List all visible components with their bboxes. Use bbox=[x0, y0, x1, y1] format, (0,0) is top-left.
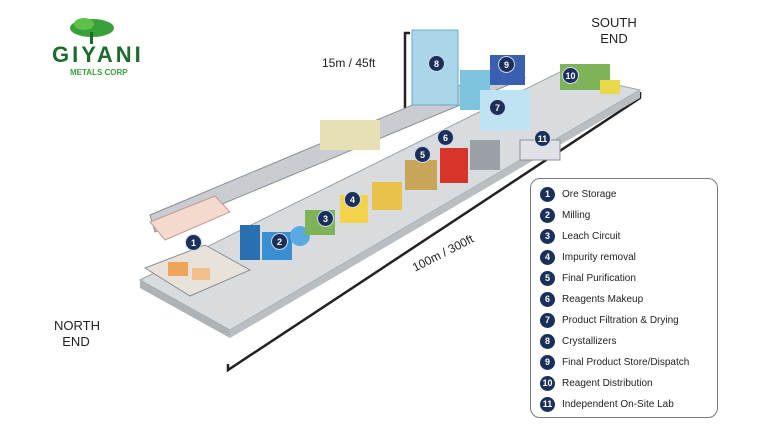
legend-item: 6 Reagents Makeup bbox=[540, 290, 643, 308]
logo-name: GIYANI bbox=[52, 42, 144, 67]
map-marker-5: 5 bbox=[414, 146, 431, 163]
legend-item: 11 Independent On-Site Lab bbox=[540, 395, 674, 413]
legend-number: 11 bbox=[540, 396, 555, 412]
legend-label: Reagents Makeup bbox=[562, 293, 644, 305]
map-marker-8: 8 bbox=[428, 55, 445, 72]
legend-item: 3 Leach Circuit bbox=[540, 227, 620, 245]
legend-item: 2 Milling bbox=[540, 206, 590, 224]
map-marker-4: 4 bbox=[344, 191, 361, 208]
legend-label: Final Product Store/Dispatch bbox=[562, 356, 690, 368]
logo-subtitle: METALS CORP bbox=[70, 68, 128, 77]
map-marker-11: 11 bbox=[534, 130, 551, 147]
legend-number: 8 bbox=[540, 333, 555, 349]
height-dimension-label: 15m / 45ft bbox=[322, 56, 376, 70]
legend-item: 5 Final Purification bbox=[540, 269, 636, 287]
legend-label: Independent On-Site Lab bbox=[562, 398, 674, 410]
legend-label: Impurity removal bbox=[562, 251, 636, 263]
north-end-line2: END bbox=[62, 334, 90, 349]
legend-number: 9 bbox=[540, 354, 555, 370]
legend-number: 2 bbox=[540, 207, 555, 223]
legend-item: 4 Impurity removal bbox=[540, 248, 636, 266]
legend-box: 1 Ore Storage 2 Milling 3 Leach Circuit … bbox=[530, 178, 718, 418]
legend-item: 10 Reagent Distribution bbox=[540, 374, 653, 392]
legend-item: 9 Final Product Store/Dispatch bbox=[540, 353, 689, 371]
legend-number: 3 bbox=[540, 228, 555, 244]
legend-label: Crystallizers bbox=[562, 335, 617, 347]
logo bbox=[48, 14, 138, 84]
north-end-label: NORTH END bbox=[54, 318, 100, 350]
map-marker-2: 2 bbox=[271, 233, 288, 250]
south-end-line1: SOUTH bbox=[591, 15, 637, 30]
map-marker-1: 1 bbox=[185, 234, 202, 251]
south-end-label: SOUTH END bbox=[583, 15, 645, 47]
north-end-line1: NORTH bbox=[54, 318, 100, 333]
legend-label: Final Purification bbox=[562, 272, 636, 284]
legend-label: Ore Storage bbox=[562, 188, 617, 200]
legend-number: 4 bbox=[540, 249, 555, 265]
height-dimension-line bbox=[403, 31, 410, 114]
map-marker-9: 9 bbox=[498, 56, 515, 73]
legend-label: Leach Circuit bbox=[562, 230, 621, 242]
legend-label: Milling bbox=[562, 209, 591, 221]
tree-logo-icon bbox=[70, 18, 114, 44]
legend-number: 6 bbox=[540, 291, 555, 307]
legend-number: 10 bbox=[540, 375, 555, 391]
ore-storage-racks bbox=[149, 195, 231, 241]
legend-label: Product Filtration & Drying bbox=[562, 314, 679, 326]
legend-item: 8 Crystallizers bbox=[540, 332, 616, 350]
map-marker-10: 10 bbox=[562, 67, 579, 84]
legend-item: 7 Product Filtration & Drying bbox=[540, 311, 679, 329]
legend-label: Reagent Distribution bbox=[562, 377, 653, 389]
legend-number: 5 bbox=[540, 270, 555, 286]
map-marker-3: 3 bbox=[317, 210, 334, 227]
legend-item: 1 Ore Storage bbox=[540, 185, 616, 203]
map-marker-7: 7 bbox=[489, 99, 506, 116]
map-marker-6: 6 bbox=[437, 129, 454, 146]
legend-number: 7 bbox=[540, 312, 555, 328]
south-end-line2: END bbox=[600, 31, 628, 46]
legend-number: 1 bbox=[540, 186, 555, 202]
